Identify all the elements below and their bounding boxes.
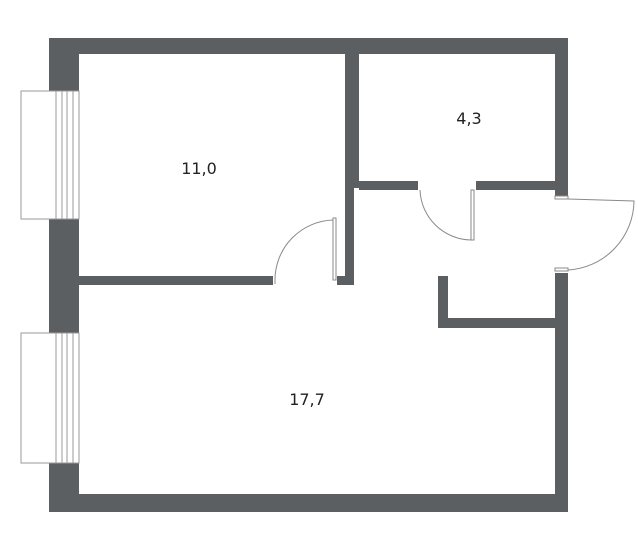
wall-partition-lower (345, 188, 354, 285)
door-entrance (554, 195, 635, 272)
wall-left-bottom (49, 463, 79, 512)
wall-top (49, 38, 568, 54)
door-room-b (419, 189, 475, 241)
wall-bottom (49, 494, 568, 512)
wall-niche-horizontal (438, 318, 555, 328)
room-area-label: 17,7 (289, 390, 325, 409)
interior-walls (79, 54, 555, 328)
wall-niche-vertical (438, 276, 448, 328)
wall-right-bottom (555, 273, 568, 512)
outer-walls (49, 38, 568, 512)
wall-room-b-bottom-right (476, 181, 555, 190)
wall-left-top (49, 38, 79, 91)
wall-room-b-bottom-left (359, 181, 418, 190)
wall-partition-stub (337, 276, 354, 285)
room-area-label: 11,0 (181, 159, 217, 178)
room-area-label: 4,3 (456, 109, 481, 128)
window-top (20, 90, 80, 220)
wall-right-top (555, 38, 568, 196)
door-room-a (274, 217, 337, 284)
wall-partition-upper (345, 54, 359, 188)
wall-room-a-bottom (79, 276, 273, 285)
window-bottom (20, 332, 80, 464)
wall-left-middle (49, 219, 79, 333)
